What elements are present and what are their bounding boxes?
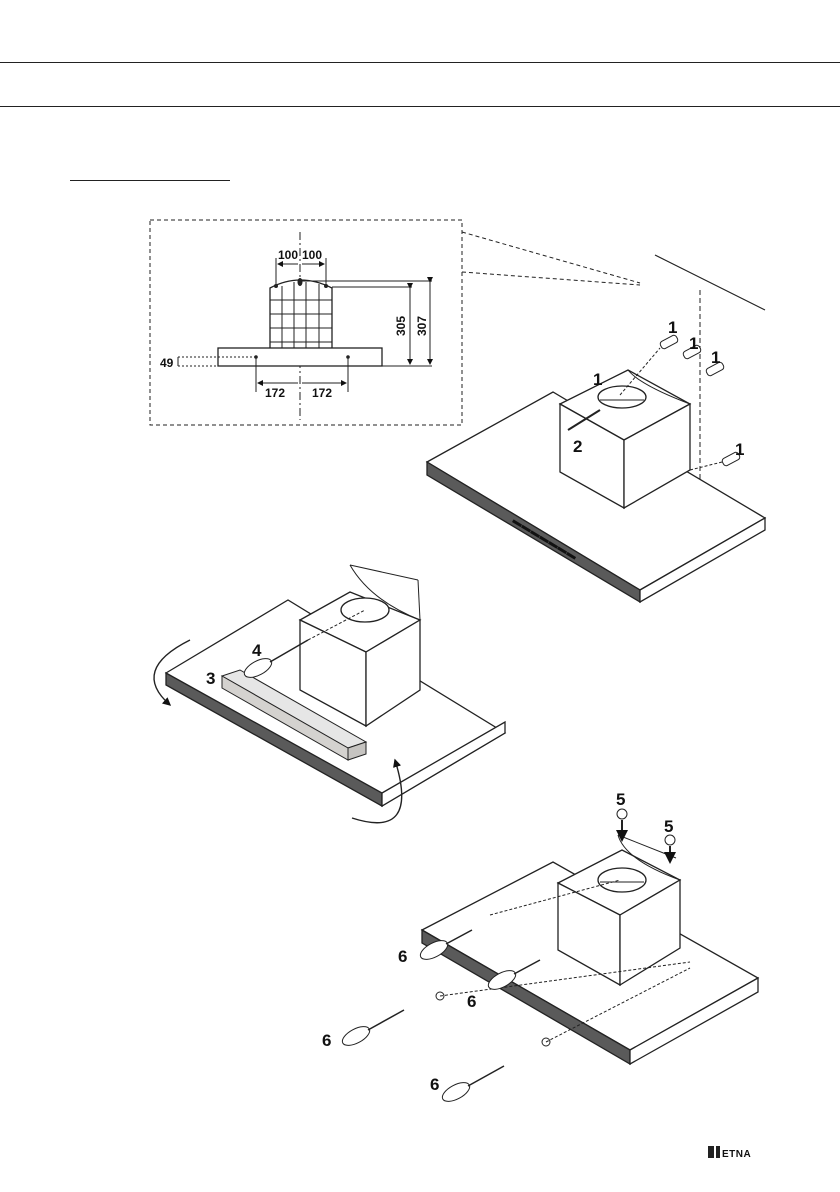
dowel-callout-1: 1 [668, 318, 677, 337]
screw-callout: 2 [573, 437, 582, 456]
dowel-callout-3: 1 [711, 348, 720, 367]
washer-callout-1: 5 [616, 790, 625, 809]
dim-height-outer: 307 [415, 316, 429, 336]
dim-height-inner: 305 [394, 316, 408, 336]
screwdriver-callout-4: 6 [430, 1075, 439, 1094]
dowel-callout-5: 1 [735, 440, 744, 459]
dim-bottom-right: 172 [312, 386, 332, 400]
dim-bottom-left: 172 [265, 386, 285, 400]
screwdriver-callout-3: 6 [322, 1031, 331, 1050]
screwdriver-callout-2: 6 [467, 992, 476, 1011]
step1-wall-mounting: ▬▬▬▬▬▬▬ 1 1 1 1 1 2 [427, 255, 765, 602]
dim-top-left: 100 [278, 248, 298, 262]
dim-top-right: 100 [302, 248, 322, 262]
mounting-dimensions-detail: 100 100 305 307 172 172 49 [150, 220, 640, 425]
brand-logo: ETNA [708, 1146, 751, 1160]
step2-filter-removal: 3 4 [154, 565, 505, 823]
step3-fixing: 5 5 6 6 6 6 [322, 790, 758, 1105]
dowel-callout-2: 1 [689, 334, 698, 353]
dowel-callout-4: 1 [593, 370, 602, 389]
filter-callout: 3 [206, 669, 215, 688]
chimney-outline [270, 278, 332, 352]
brand-logo-text: ETNA [722, 1149, 751, 1160]
screwdriver-callout: 4 [252, 641, 262, 660]
dim-side: 49 [160, 356, 174, 370]
washer-callout-2: 5 [664, 817, 673, 836]
screwdriver-callout-1: 6 [398, 947, 407, 966]
